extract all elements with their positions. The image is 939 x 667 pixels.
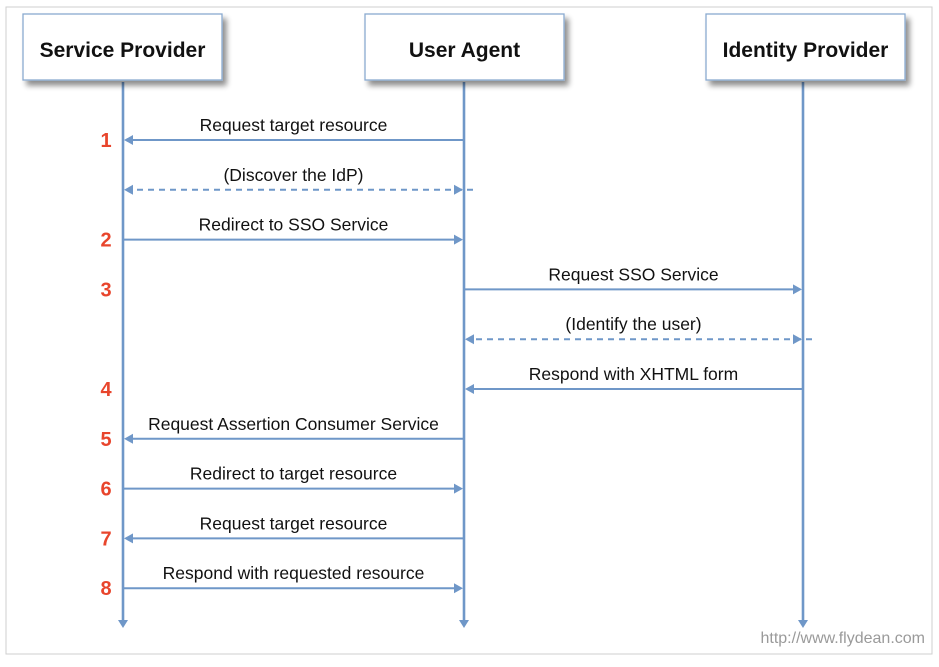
arrowhead — [454, 483, 463, 494]
participant-label: User Agent — [409, 39, 520, 62]
message-label: (Identify the user) — [565, 314, 701, 334]
watermark: http://www.flydean.com — [760, 630, 925, 647]
step-number: 1 — [100, 130, 111, 152]
participant-box — [705, 13, 906, 81]
participants: Service Provider User Agent Identity Pro… — [22, 13, 906, 81]
message-row: (Identify the user) — [465, 314, 812, 345]
participant-user-agent: User Agent — [364, 13, 565, 81]
arrowhead — [454, 234, 463, 245]
step-number: 8 — [100, 578, 111, 600]
arrowhead — [124, 533, 133, 544]
message-label: Request target resource — [200, 513, 388, 533]
arrowhead — [454, 184, 463, 195]
arrowhead — [124, 184, 133, 195]
messages: Request target resource 1 (Discover the Id… — [100, 115, 812, 600]
participant-label: Identity Provider — [723, 39, 889, 62]
step-number: 3 — [100, 279, 111, 301]
message-label: Respond with requested resource — [163, 563, 425, 583]
lifeline-end-arrow — [798, 620, 808, 628]
message-label: Redirect to target resource — [190, 464, 397, 484]
lifeline-end-arrow — [459, 620, 469, 628]
lifeline-end-arrow — [118, 620, 128, 628]
arrowhead — [124, 433, 133, 444]
message-row: Redirect to SSO Service 2 — [100, 215, 463, 252]
step-number: 4 — [100, 379, 112, 401]
step-number: 5 — [100, 429, 111, 451]
diagram-frame — [5, 6, 933, 655]
message-row: (Discover the IdP) — [124, 165, 473, 195]
participant-box — [22, 13, 223, 81]
message-row: Redirect to target resource 6 — [100, 464, 463, 501]
arrowhead — [793, 334, 802, 345]
participant-label: Service Provider — [40, 39, 206, 62]
message-row: Request Assertion Consumer Service 5 — [100, 414, 464, 451]
message-row: Respond with requested resource 8 — [100, 563, 463, 600]
arrowhead — [793, 284, 802, 295]
arrowhead — [454, 583, 463, 594]
arrowhead — [465, 334, 474, 345]
message-label: Request target resource — [200, 115, 388, 135]
message-label: Respond with XHTML form — [529, 364, 738, 384]
lifelines — [118, 82, 808, 628]
participant-service-provider: Service Provider — [22, 13, 223, 81]
message-row: Respond with XHTML form 4 — [100, 364, 803, 401]
participant-identity-provider: Identity Provider — [705, 13, 906, 81]
message-row: Request SSO Service 3 — [100, 264, 802, 301]
arrowhead — [465, 384, 474, 394]
step-number: 7 — [100, 528, 111, 550]
message-label: Request SSO Service — [548, 264, 718, 284]
step-number: 6 — [100, 479, 111, 501]
message-row: Request target resource 7 — [100, 513, 464, 550]
message-row: Request target resource 1 — [100, 115, 464, 152]
message-label: Request Assertion Consumer Service — [148, 414, 439, 434]
message-label: (Discover the IdP) — [223, 165, 363, 185]
arrowhead — [124, 135, 133, 145]
message-label: Redirect to SSO Service — [199, 215, 389, 235]
participant-box — [364, 13, 565, 81]
step-number: 2 — [100, 230, 111, 252]
